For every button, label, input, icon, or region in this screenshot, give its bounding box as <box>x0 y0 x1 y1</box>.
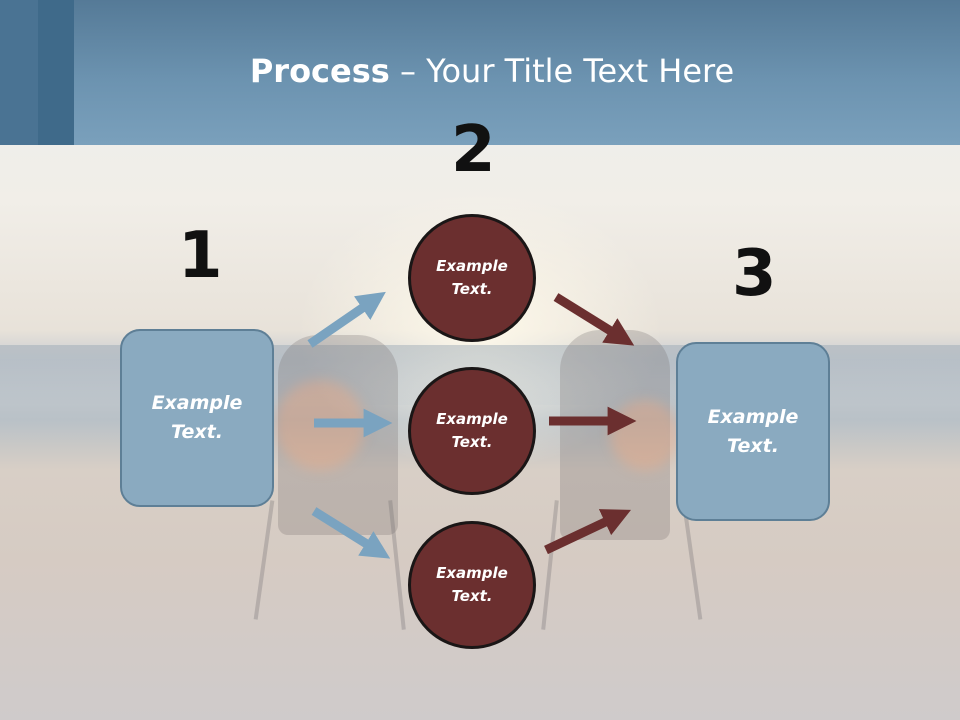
circle-top-line-2: Text. <box>451 280 493 298</box>
step-number-2: 2 <box>451 113 496 187</box>
circle-middle-line-1: Example <box>436 410 508 428</box>
circle-middle-line-2: Text. <box>451 433 493 451</box>
step-number-3: 3 <box>732 237 777 311</box>
step-number-1: 1 <box>178 219 223 293</box>
title-rest-part: – Your Title Text Here <box>389 52 735 90</box>
title-banner: Process – Your Title Text Here <box>0 0 960 145</box>
circle-top-text: Example Text. <box>436 255 508 301</box>
banner-accent-strip <box>0 0 38 145</box>
step-3-box[interactable]: Example Text. <box>676 342 830 521</box>
step-1-line-2: Text. <box>171 421 223 443</box>
arrow-circle-bottom-to-box3 <box>544 509 632 555</box>
step-3-line-2: Text. <box>727 434 779 457</box>
circle-bottom-line-1: Example <box>436 564 508 582</box>
circle-middle-text: Example Text. <box>436 408 508 454</box>
arrow-circle-top-to-box3 <box>553 293 635 346</box>
circle-top-line-1: Example <box>436 257 508 275</box>
banner-accent-strip <box>38 0 74 145</box>
circle-bottom-text: Example Text. <box>436 562 508 608</box>
step-1-box[interactable]: Example Text. <box>120 329 274 507</box>
step-2-circle-top[interactable]: Example Text. <box>408 214 536 342</box>
step-3-line-1: Example <box>707 405 799 428</box>
arrow-box1-to-circle-bottom <box>311 507 391 559</box>
title-bold-part: Process <box>249 52 390 90</box>
circle-bottom-line-2: Text. <box>451 587 493 605</box>
slide-title: Process – Your Title Text Here <box>0 52 960 90</box>
step-1-line-1: Example <box>151 392 243 414</box>
step-2-circle-bottom[interactable]: Example Text. <box>408 521 536 649</box>
step-1-text: Example Text. <box>152 389 243 447</box>
step-2-circle-middle[interactable]: Example Text. <box>408 367 536 495</box>
step-3-text: Example Text. <box>708 403 799 461</box>
arrow-box1-to-circle-top <box>307 291 386 348</box>
